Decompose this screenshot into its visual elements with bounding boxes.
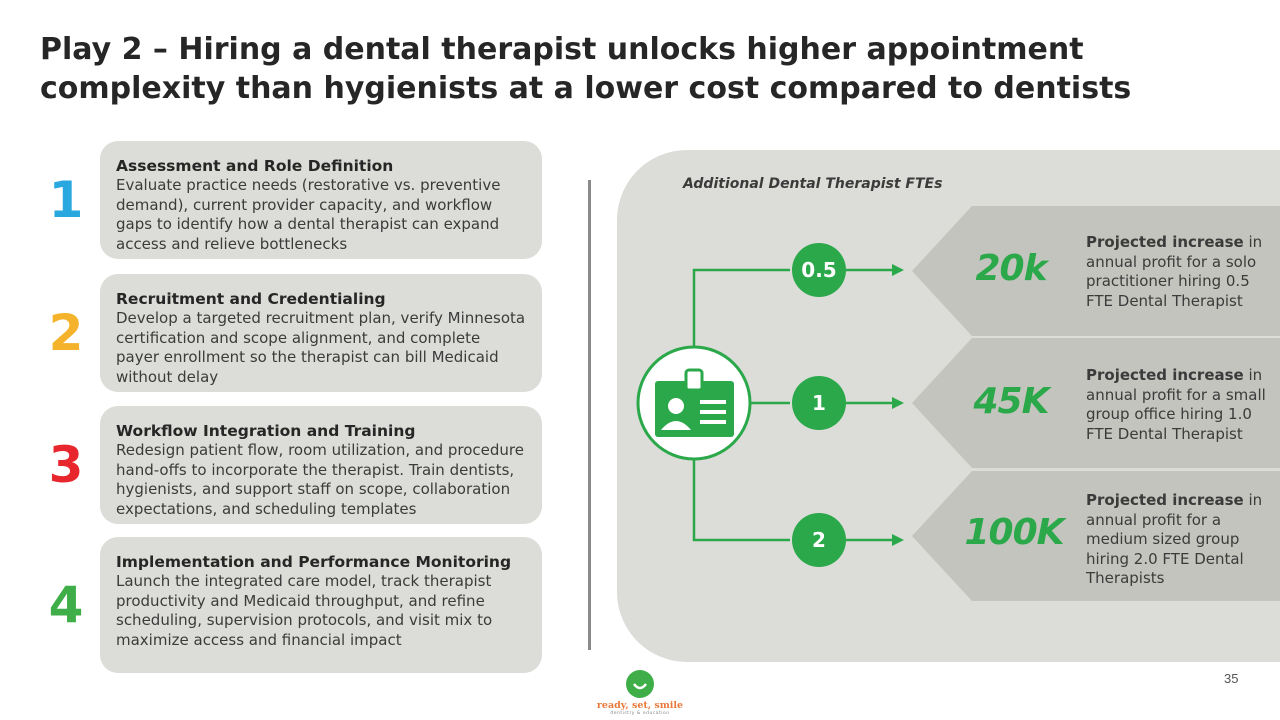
chevron-row-2 [912, 338, 1280, 468]
step-title: Workflow Integration and Training [116, 422, 416, 440]
brand-logo: ready, set, smile dentistry & education [594, 670, 686, 716]
projection-rest: in annual profit for a medium sized grou… [1086, 491, 1263, 587]
profit-value: 100K [964, 512, 1064, 553]
step-box: Assessment and Role Definition Evaluate … [100, 141, 542, 259]
step-number: 2 [48, 304, 84, 362]
step-title: Recruitment and Credentialing [116, 290, 386, 308]
step-4: 4 Implementation and Performance Monitor… [0, 537, 560, 673]
step-description: Develop a targeted recruitment plan, ver… [116, 309, 526, 386]
profit-value: 45K [973, 381, 1050, 422]
smile-icon [626, 670, 654, 698]
step-title: Assessment and Role Definition [116, 157, 394, 175]
step-description: Evaluate practice needs (restorative vs.… [116, 176, 501, 253]
projection-bold: Projected increase [1086, 366, 1244, 384]
step-number: 3 [48, 436, 84, 494]
projection-text: Projected increase in annual profit for … [1086, 366, 1266, 444]
projection-bold: Projected increase [1086, 233, 1244, 251]
arrowhead-2 [892, 397, 904, 409]
step-box: Workflow Integration and Training Redesi… [100, 406, 542, 524]
step-1: 1 Assessment and Role Definition Evaluat… [0, 141, 560, 259]
step-title: Implementation and Performance Monitorin… [116, 553, 512, 571]
fte-circle: 1 [792, 376, 846, 430]
fte-circle: 2 [792, 513, 846, 567]
step-box: Implementation and Performance Monitorin… [100, 537, 542, 673]
step-number: 4 [48, 576, 84, 634]
projection-rest: in annual profit for a small group offic… [1086, 366, 1266, 443]
panel-label: Additional Dental Therapist FTEs [683, 176, 943, 192]
vertical-divider [588, 180, 591, 650]
page-number: 35 [1224, 671, 1239, 686]
fte-circle: 0.5 [792, 243, 846, 297]
logo-text: ready, set, smile [596, 700, 684, 711]
arrowhead-3 [892, 534, 904, 546]
projection-text: Projected increase in annual profit for … [1086, 491, 1266, 589]
logo-subtext: dentistry & education [610, 711, 670, 716]
step-2: 2 Recruitment and Credentialing Develop … [0, 274, 560, 392]
arrowhead-1 [892, 264, 904, 276]
id-badge-icon [636, 345, 752, 461]
chevron-row-3 [912, 471, 1280, 601]
step-3: 3 Workflow Integration and Training Rede… [0, 406, 560, 524]
connector-line-3 [692, 452, 790, 542]
profit-value: 20k [975, 248, 1047, 289]
projection-bold: Projected increase [1086, 491, 1244, 509]
projection-text: Projected increase in annual profit for … [1086, 233, 1266, 311]
slide-title: Play 2 – Hiring a dental therapist unloc… [40, 32, 1132, 106]
projection-rest: in annual profit for a solo practitioner… [1086, 233, 1263, 310]
step-description: Redesign patient flow, room utilization,… [116, 441, 524, 518]
connector-line-1 [692, 268, 790, 352]
step-number: 1 [48, 171, 84, 229]
chevron-row-1 [912, 206, 1280, 336]
step-description: Launch the integrated care model, track … [116, 572, 493, 649]
step-box: Recruitment and Credentialing Develop a … [100, 274, 542, 392]
